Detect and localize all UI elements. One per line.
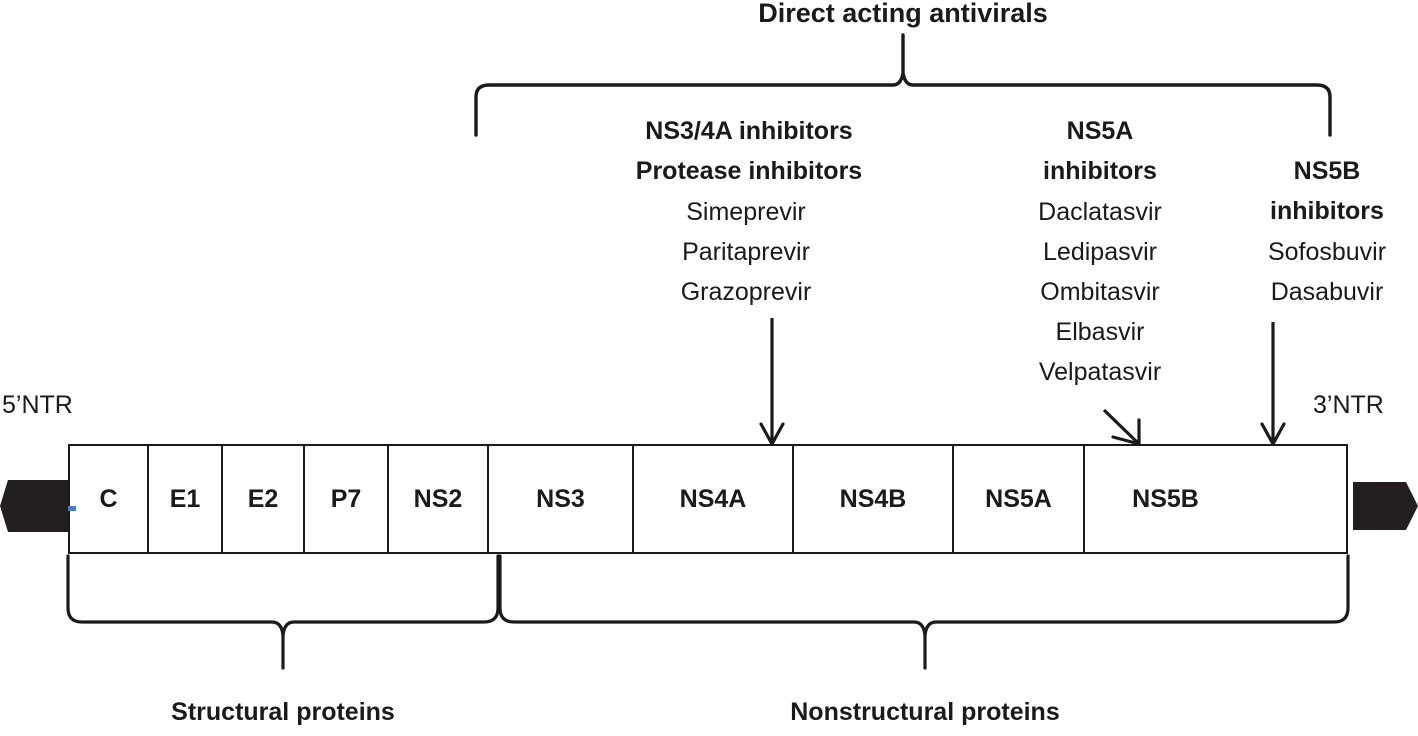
drug-group-ns5a-heading-line1: NS5A — [1066, 117, 1134, 145]
drug-ns5b-sofosbuvir: Sofosbuvir — [1267, 238, 1387, 266]
ntr-label-5prime: 5’NTR — [2, 391, 73, 419]
drug-group-ns5a-heading-line2: inhibitors — [1043, 157, 1157, 185]
drug-ns34a-simeprevir: Simeprevir — [686, 198, 806, 226]
drug-group-ns5b-heading-line2: inhibitors — [1270, 197, 1384, 225]
gene-box-c: C — [70, 446, 149, 552]
gene-box-e1: E1 — [149, 446, 223, 552]
gene-box-p7: P7 — [305, 446, 389, 552]
arrow-ns34a — [759, 318, 785, 446]
gene-box-e2: E2 — [223, 446, 305, 552]
region-label-structural: Structural proteins — [171, 698, 395, 726]
arrow-ns5b — [1260, 322, 1286, 446]
drug-ns5a-ombitasvir: Ombitasvir — [1040, 278, 1160, 306]
genome-bar: C E1 E2 P7 NS2 NS3 NS4A NS4B NS5A NS5B — [68, 444, 1348, 554]
drug-group-ns34a-heading-line1: NS3/4A inhibitors — [645, 117, 853, 145]
diagram-title: Direct acting antivirals — [758, 0, 1048, 28]
brace-structural — [66, 554, 500, 670]
drug-ns5a-elbasvir: Elbasvir — [1055, 318, 1145, 346]
gene-box-ns4b: NS4B — [794, 446, 954, 552]
daa-top-bracket — [474, 33, 1332, 137]
region-label-nonstructural: Nonstructural proteins — [790, 698, 1060, 726]
arrow-ns5a — [1102, 408, 1141, 446]
gene-box-ns5b: NS5B — [1132, 484, 1199, 513]
drug-ns5b-dasabuvir: Dasabuvir — [1270, 278, 1384, 306]
drug-group-ns5b-heading-line1: NS5B — [1293, 157, 1361, 185]
genome-arrowhead-right — [1353, 482, 1418, 530]
gene-box-ns5a: NS5A — [954, 446, 1085, 552]
drug-ns34a-grazoprevir: Grazoprevir — [680, 278, 812, 306]
ntr-label-3prime: 3’NTR — [1313, 391, 1384, 419]
drug-ns5a-ledipasvir: Ledipasvir — [1043, 238, 1157, 266]
genome-arrowhead-left — [0, 480, 68, 532]
gene-box-ns3: NS3 — [489, 446, 634, 552]
drug-ns5a-daclatasvir: Daclatasvir — [1038, 198, 1162, 226]
brace-nonstructural — [498, 554, 1350, 670]
blue-start-marker — [62, 506, 76, 511]
drug-ns5a-velpatasvir: Velpatasvir — [1038, 358, 1162, 386]
drug-ns34a-paritaprevir: Paritaprevir — [682, 238, 810, 266]
gene-box-ns4a: NS4A — [634, 446, 794, 552]
gene-box-ns2: NS2 — [389, 446, 489, 552]
drug-group-ns34a-heading-line2: Protease inhibitors — [635, 157, 863, 185]
